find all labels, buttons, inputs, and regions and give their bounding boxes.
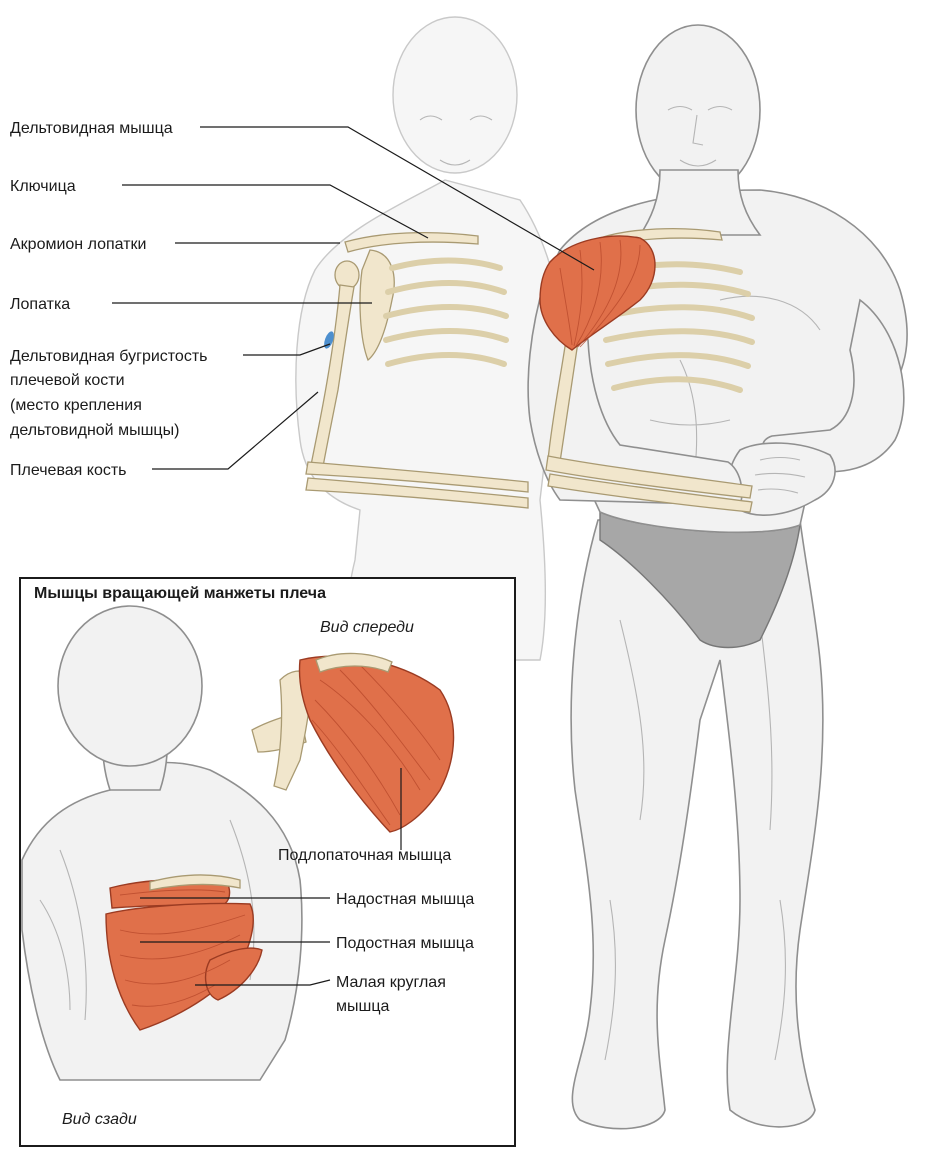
label-supraspinatus: Надостная мышца (336, 891, 474, 908)
main-labels: Дельтовидная мышца Ключица Акромион лопа… (10, 120, 212, 479)
front-view-caption: Вид спереди (320, 619, 414, 636)
label-humerus: Плечевая кость (10, 462, 127, 479)
label-clavicle: Ключица (10, 178, 76, 195)
label-subscapularis: Подлопаточная мышца (278, 847, 451, 864)
label-scapula: Лопатка (10, 296, 70, 313)
rotator-cuff-inset: Мышцы вращающей манжеты плеча Вид сперед… (20, 578, 515, 1146)
label-acromion: Акромион лопатки (10, 236, 146, 253)
label-infraspinatus: Подостная мышца (336, 935, 474, 952)
bodybuilder-figure (528, 25, 907, 1129)
inset-title: Мышцы вращающей манжеты плеча (34, 585, 326, 602)
label-deltoid-tuberosity: Дельтовидная бугристость плечевой кости … (10, 348, 212, 439)
back-view-caption: Вид сзади (62, 1111, 137, 1128)
label-deltoid: Дельтовидная мышца (10, 120, 173, 137)
